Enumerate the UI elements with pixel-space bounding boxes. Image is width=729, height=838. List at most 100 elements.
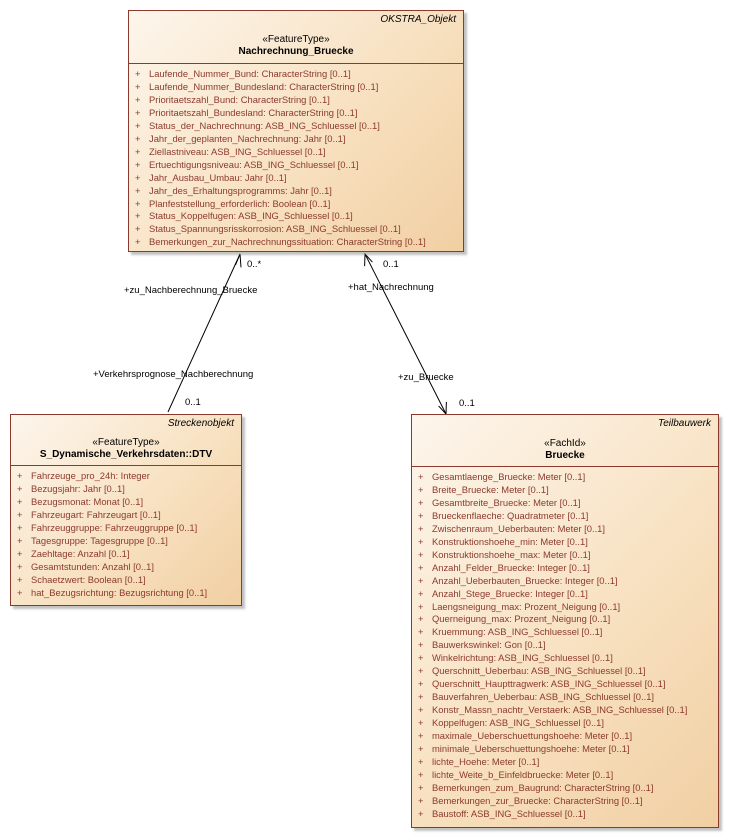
- class-header: Teilbauwerk «FachId» Bruecke: [412, 415, 718, 467]
- visibility-marker: +: [135, 106, 141, 118]
- visibility-marker: +: [17, 534, 23, 546]
- association-right-line: [364, 253, 447, 415]
- attribute-text: Jahr_des_Erhaltungsprogramms: Jahr [0..1…: [149, 184, 332, 196]
- attribute-row: + Zwischenraum_Ueberbauten: Meter [0..1]: [412, 523, 718, 536]
- attribute-row: +Fahrzeugart: Fahrzeugart [0..1]: [11, 509, 241, 522]
- left-bottom-multiplicity: 0..1: [185, 397, 201, 408]
- attribute-row: +Zaehltage: Anzahl [0..1]: [11, 548, 241, 561]
- association-left-arrowhead: [235, 253, 242, 268]
- visibility-marker: +: [418, 626, 424, 638]
- visibility-marker: +: [418, 548, 424, 560]
- visibility-marker: +: [135, 68, 141, 79]
- attribute-text: Status_der_Nachrechnung: ASB_ING_Schlues…: [149, 119, 380, 131]
- class-nachrechnung-bruecke[interactable]: OKSTRA_Objekt «FeatureType» Nachrechnung…: [128, 10, 464, 252]
- visibility-marker: +: [418, 717, 424, 729]
- attribute-list: + Laufende_Nummer_Bund: CharacterString […: [129, 64, 463, 249]
- visibility-marker: +: [418, 522, 424, 534]
- visibility-marker: +: [418, 574, 424, 586]
- visibility-marker: +: [418, 652, 424, 664]
- attribute-row: + Anzahl_Ueberbauten_Bruecke: Integer [0.…: [412, 575, 718, 588]
- attribute-text: Zwischenraum_Ueberbauten: Meter [0..1]: [432, 522, 606, 534]
- attribute-text: Ziellastniveau: ASB_ING_Schluessel [0..1…: [149, 145, 326, 157]
- visibility-marker: +: [418, 613, 424, 625]
- visibility-marker: +: [418, 509, 424, 521]
- attribute-text: maximale_Ueberschuettungshoehe: Meter [0…: [432, 730, 633, 742]
- attribute-text: Bauverfahren_Ueberbau: ASB_ING_Schluesse…: [432, 691, 655, 703]
- attribute-text: Fahrzeugart: Fahrzeugart [0..1]: [31, 508, 161, 520]
- visibility-marker: +: [418, 496, 424, 508]
- attribute-text: Status_Koppelfugen: ASB_ING_Schluessel […: [149, 210, 353, 222]
- attribute-row: + Jahr_des_Erhaltungsprogramms: Jahr [0..…: [129, 185, 463, 198]
- visibility-marker: +: [418, 807, 424, 819]
- visibility-marker: +: [17, 521, 23, 533]
- attribute-text: Laufende_Nummer_Bund: CharacterString [0…: [149, 68, 351, 79]
- attribute-text: Prioritaetszahl_Bund: CharacterString [0…: [149, 93, 330, 105]
- left-top-role: +zu_Nachberechnung_Bruecke: [124, 285, 258, 296]
- attribute-text: Bemerkungen_zur_Bruecke: CharacterString…: [432, 794, 643, 806]
- attribute-row: +Planfeststellung_erforderlich: Boolean …: [129, 198, 463, 211]
- attribute-text: Fahrzeuge_pro_24h: Integer: [31, 470, 150, 481]
- attribute-text: Ertuechtigungsniveau: ASB_ING_Schluessel…: [149, 158, 359, 170]
- visibility-marker: +: [135, 158, 141, 170]
- attribute-text: Anzahl_Felder_Bruecke: Integer [0..1]: [432, 561, 590, 573]
- attribute-row: +Status_Koppelfugen: ASB_ING_Schluessel …: [129, 210, 463, 223]
- attribute-text: Bemerkungen_zum_Baugrund: CharacterStrin…: [432, 781, 654, 793]
- visibility-marker: +: [418, 600, 424, 612]
- attribute-row: +Querschnitt_Haupttragwerk: ASB_ING_Schl…: [412, 678, 718, 691]
- attribute-text: Jahr_Ausbau_Umbau: Jahr [0..1]: [149, 171, 287, 183]
- visibility-marker: +: [135, 93, 141, 105]
- attribute-row: +Tagesgruppe: Tagesgruppe [0..1]: [11, 535, 241, 548]
- attribute-row: +Bauwerkswinkel: Gon [0..1]: [412, 639, 718, 652]
- class-dtv[interactable]: Streckenobjekt «FeatureType» S_Dynamisch…: [10, 414, 242, 606]
- visibility-marker: +: [418, 743, 424, 755]
- attribute-text: Anzahl_Stege_Bruecke: Integer [0..1]: [432, 587, 588, 599]
- attribute-text: Bezugsjahr: Jahr [0..1]: [31, 482, 125, 494]
- visibility-marker: +: [135, 119, 141, 131]
- class-name: Nachrechnung_Bruecke: [238, 46, 354, 57]
- visibility-marker: +: [17, 495, 23, 507]
- visibility-marker: +: [418, 755, 424, 767]
- attribute-row: +Fahrzeuge_pro_24h: Integer: [11, 470, 241, 483]
- attribute-row: +hat_Bezugsrichtung: Bezugsrichtung [0..…: [11, 587, 241, 600]
- attribute-text: Koppelfugen: ASB_ING_Schluessel [0..1]: [432, 717, 604, 729]
- attribute-text: Bemerkungen_zur_Nachrechnungssituation: …: [149, 236, 426, 248]
- attribute-row: +minimale_Ueberschuettungshoehe: Meter […: [412, 743, 718, 756]
- attribute-text: Anzahl_Ueberbauten_Bruecke: Integer [0..…: [432, 574, 618, 586]
- attribute-list: +Fahrzeuge_pro_24h: Integer+Bezugsjahr: …: [11, 466, 241, 600]
- right-bottom-role: +zu_Bruecke: [398, 372, 454, 383]
- attribute-row: +Ziellastniveau: ASB_ING_Schluessel [0..…: [129, 146, 463, 159]
- attribute-row: +Gesamtstunden: Anzahl [0..1]: [11, 561, 241, 574]
- attribute-text: Laufende_Nummer_Bundesland: CharacterStr…: [149, 80, 379, 92]
- attribute-list: +Gesamtlaenge_Bruecke: Meter [0..1]+Brei…: [412, 467, 718, 821]
- visibility-marker: +: [418, 730, 424, 742]
- attribute-row: +Jahr_der_geplanten_Nachrechnung: Jahr […: [129, 133, 463, 146]
- right-top-role: +hat_Nachrechnung: [348, 282, 434, 293]
- right-bottom-multiplicity: 0..1: [459, 398, 475, 409]
- stereotype: «FeatureType»: [92, 437, 160, 448]
- attribute-row: +lichte_Hoehe: Meter [0..1]: [412, 756, 718, 769]
- attribute-row: +Gesamtlaenge_Bruecke: Meter [0..1]: [412, 471, 718, 484]
- attribute-text: Gesamtlaenge_Bruecke: Meter [0..1]: [432, 471, 586, 482]
- attribute-text: lichte_Weite_b_Einfeldbruecke: Meter [0.…: [432, 768, 614, 780]
- attribute-row: +Bauverfahren_Ueberbau: ASB_ING_Schluess…: [412, 691, 718, 704]
- package-name: OKSTRA_Objekt: [380, 14, 456, 25]
- attribute-text: Planfeststellung_erforderlich: Boolean […: [149, 197, 331, 209]
- attribute-row: +Bemerkungen_zum_Baugrund: CharacterStri…: [412, 782, 718, 795]
- attribute-text: Bezugsmonat: Monat [0..1]: [31, 495, 144, 507]
- attribute-row: +Konstruktionshoehe_min: Meter [0..1]: [412, 536, 718, 549]
- attribute-row: +Anzahl_Stege_Bruecke: Integer [0..1]: [412, 588, 718, 601]
- attribute-row: +Querschnitt_Ueberbau: ASB_ING_Schluesse…: [412, 665, 718, 678]
- attribute-text: Breite_Bruecke: Meter [0..1]: [432, 483, 549, 495]
- association-right-arrowhead-top: [364, 252, 373, 267]
- visibility-marker: +: [418, 639, 424, 651]
- class-bruecke[interactable]: Teilbauwerk «FachId» Bruecke +Gesamtlaen…: [411, 414, 719, 828]
- class-header: Streckenobjekt «FeatureType» S_Dynamisch…: [11, 415, 241, 466]
- attribute-row: +Querneigung_max: Prozent_Neigung [0..1]: [412, 613, 718, 626]
- visibility-marker: +: [135, 184, 141, 196]
- attribute-text: Konstr_Massn_nachtr_Verstaerk: ASB_ING_S…: [432, 704, 688, 716]
- attribute-text: Status_Spannungsrisskorrosion: ASB_ING_S…: [149, 223, 401, 235]
- left-bottom-role: +Verkehrsprognose_Nachberechnung: [93, 369, 254, 380]
- attribute-row: + Koppelfugen: ASB_ING_Schluessel [0..1]: [412, 717, 718, 730]
- package-name: Teilbauwerk: [658, 418, 711, 429]
- attribute-text: Gesamtstunden: Anzahl [0..1]: [31, 560, 154, 572]
